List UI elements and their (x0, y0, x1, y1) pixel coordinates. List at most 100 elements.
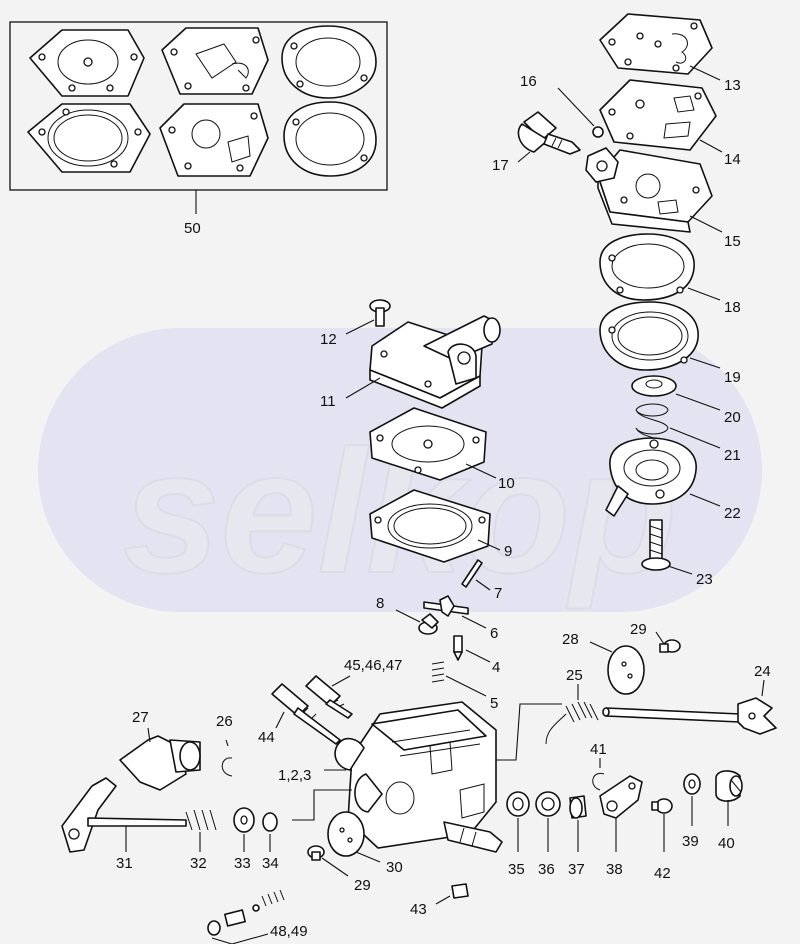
label-4: 4 (492, 659, 500, 676)
label-24: 24 (754, 663, 771, 680)
label-48-49: 48,49 (270, 923, 308, 940)
part-40-cap: 40 (715, 770, 743, 852)
part-1-carburetor-body: 1,2,3 (278, 701, 503, 853)
label-29-lower: 29 (354, 877, 371, 894)
label-41: 41 (590, 741, 607, 758)
part-6-lever: 6 (423, 595, 498, 642)
label-5: 5 (490, 695, 498, 712)
label-27: 27 (132, 709, 149, 726)
part-45-screw: 45,46,47 (305, 657, 402, 719)
kit-gasket-3 (281, 25, 377, 99)
label-26: 26 (216, 713, 233, 730)
label-8: 8 (376, 595, 384, 612)
part-26-clip: 26 (216, 713, 233, 777)
label-28: 28 (562, 631, 579, 648)
label-37: 37 (568, 861, 585, 878)
label-44: 44 (258, 729, 275, 746)
part-17-fitting: 17 (492, 111, 581, 174)
label-42: 42 (654, 865, 671, 882)
part-39-washer: 39 (682, 773, 701, 850)
part-16-ball: 16 (520, 73, 604, 138)
label-9: 9 (504, 543, 512, 560)
label-35: 35 (508, 861, 525, 878)
label-16: 16 (520, 73, 537, 90)
label-18: 18 (724, 299, 741, 316)
kit-frame (9, 21, 388, 191)
part-19-gasket: 19 (599, 301, 741, 386)
part-29-screw-lower: 29 (307, 845, 371, 894)
part-24-shaft: 24 (602, 663, 777, 735)
part-32-spring: 32 (185, 809, 217, 872)
part-27-cam: 27 (119, 709, 201, 791)
part-23-screw: 23 (641, 519, 713, 588)
label-13: 13 (724, 77, 741, 94)
label-20: 20 (724, 409, 741, 426)
label-50: 50 (184, 220, 201, 237)
label-17: 17 (492, 157, 509, 174)
kit-gasket-4 (27, 103, 151, 173)
label-31: 31 (116, 855, 133, 872)
part-30-plate: 30 (327, 811, 403, 876)
part-10-diaphragm: 10 (369, 407, 515, 492)
watermark-band (38, 328, 762, 612)
kit-gasket-5 (159, 103, 269, 177)
label-7: 7 (494, 585, 502, 602)
part-14-diaphragm: 14 (599, 79, 741, 168)
part-13-gasket: 13 (599, 13, 741, 94)
label-23: 23 (696, 571, 713, 588)
part-38-lever: 38 (599, 775, 643, 878)
part-35-bushing: 35 (506, 791, 530, 878)
kit-gasket-2 (161, 27, 269, 95)
part-25-spring: 25 (496, 667, 599, 761)
label-36: 36 (538, 861, 555, 878)
label-15: 15 (724, 233, 741, 250)
label-25: 25 (566, 667, 583, 684)
part-31-shaft: 31 (61, 777, 187, 872)
part-37-seal: 37 (568, 795, 587, 878)
part-18-gasket: 18 (599, 233, 741, 316)
part-22-housing: 22 (605, 437, 741, 522)
part-48-springs: 48,49 (207, 889, 308, 944)
part-34-oring: 34 (262, 812, 279, 872)
kit-gasket-6 (283, 101, 377, 177)
label-1-2-3: 1,2,3 (278, 767, 311, 784)
part-5-spring: 5 (431, 661, 498, 712)
label-40: 40 (718, 835, 735, 852)
label-10: 10 (498, 475, 515, 492)
part-44-screw: 44 (258, 683, 341, 746)
part-21-spring: 21 (635, 403, 741, 464)
part-7-pin: 7 (461, 559, 502, 602)
label-43: 43 (410, 901, 427, 918)
part-28-plate: 28 (562, 631, 645, 695)
label-39: 39 (682, 833, 699, 850)
part-12-screw: 12 (320, 299, 391, 348)
part-36-bushing: 36 (535, 791, 561, 878)
label-32: 32 (190, 855, 207, 872)
label-14: 14 (724, 151, 741, 168)
part-4-needle: 4 (453, 635, 500, 676)
label-29-upper: 29 (630, 621, 647, 638)
part-20-valve-disc: 20 (631, 375, 741, 426)
part-8-screw: 8 (376, 595, 439, 635)
label-34: 34 (262, 855, 279, 872)
part-15-pump-cover: 15 (585, 147, 741, 250)
label-11: 11 (320, 393, 336, 410)
part-33-washer: 33 (233, 807, 255, 872)
label-12: 12 (320, 331, 337, 348)
label-19: 19 (724, 369, 741, 386)
label-21: 21 (724, 447, 741, 464)
kit-gasket-1 (29, 29, 145, 97)
part-29-screw-upper: 29 (630, 621, 681, 653)
gasket-kit-box: 50 (9, 21, 388, 237)
part-9-gasket: 9 (369, 489, 512, 563)
label-33: 33 (234, 855, 251, 872)
label-38: 38 (606, 861, 623, 878)
label-45: 45,46,47 (344, 657, 402, 674)
part-43-plug: 43 (410, 883, 469, 918)
label-30: 30 (386, 859, 403, 876)
part-11-cover: 11 (320, 315, 501, 410)
part-41-clip: 41 (590, 741, 607, 791)
part-42-screw: 42 (651, 798, 673, 882)
